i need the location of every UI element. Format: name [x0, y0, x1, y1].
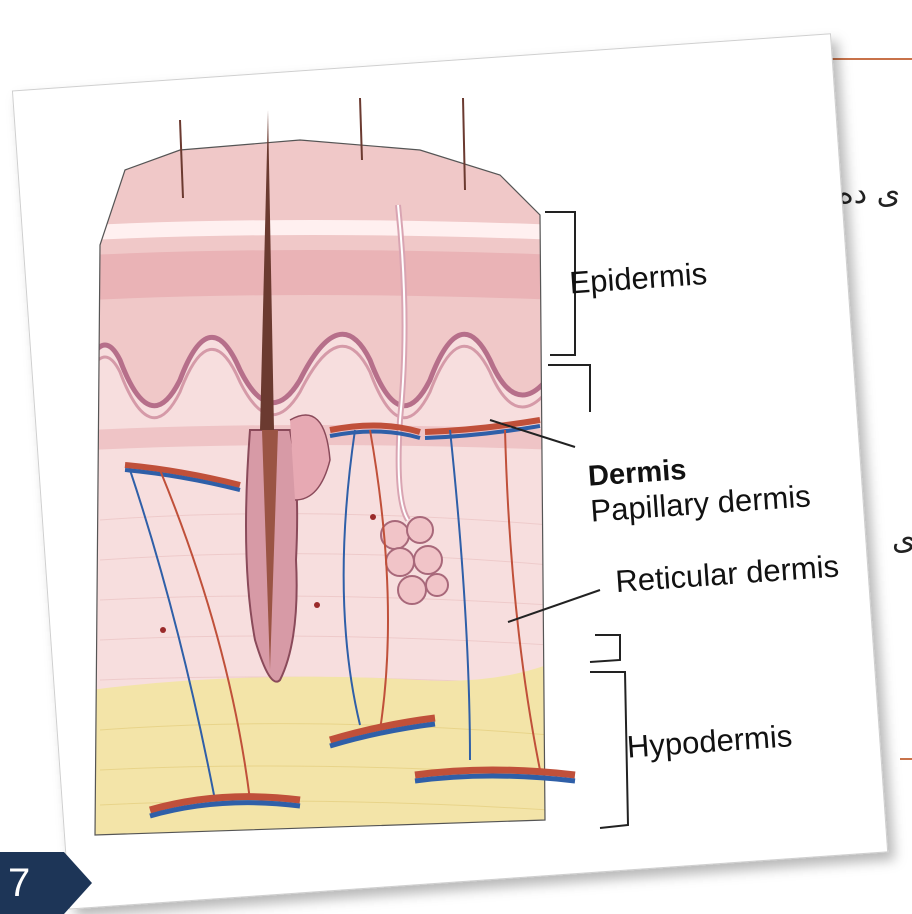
page-number: 7 [8, 852, 30, 914]
skin-cross-section [90, 98, 575, 850]
label-dermis: Dermis [587, 454, 687, 493]
